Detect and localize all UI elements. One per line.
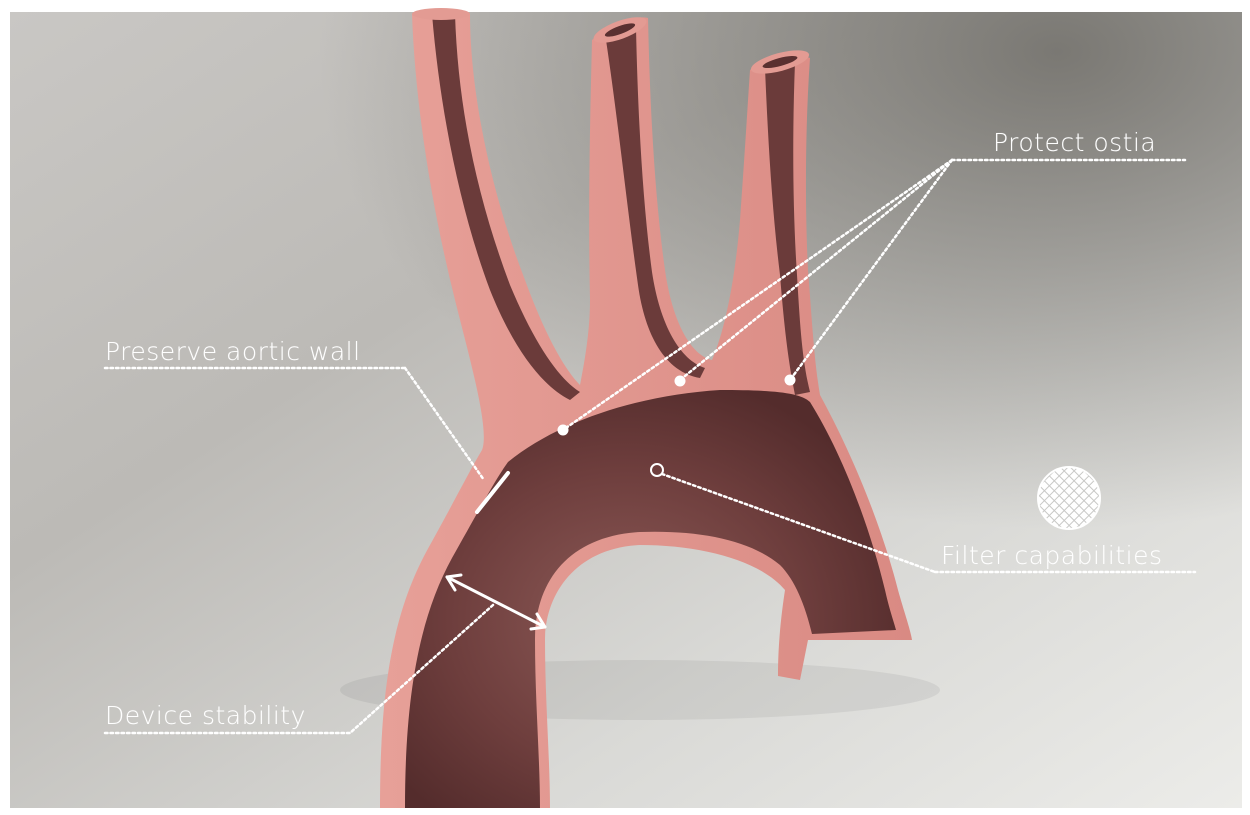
- ostium-marker-icon: [785, 375, 796, 386]
- ostium-marker-icon: [558, 425, 569, 436]
- ostium-marker-icon: [675, 376, 686, 387]
- label-filter-capabilities: Filter capabilities: [941, 543, 1162, 568]
- label-protect-ostia: Protect ostia: [993, 130, 1156, 155]
- label-device-stability: Device stability: [105, 703, 306, 728]
- label-preserve-aortic-wall: Preserve aortic wall: [105, 339, 361, 364]
- mesh-filter-icon: [1038, 467, 1100, 529]
